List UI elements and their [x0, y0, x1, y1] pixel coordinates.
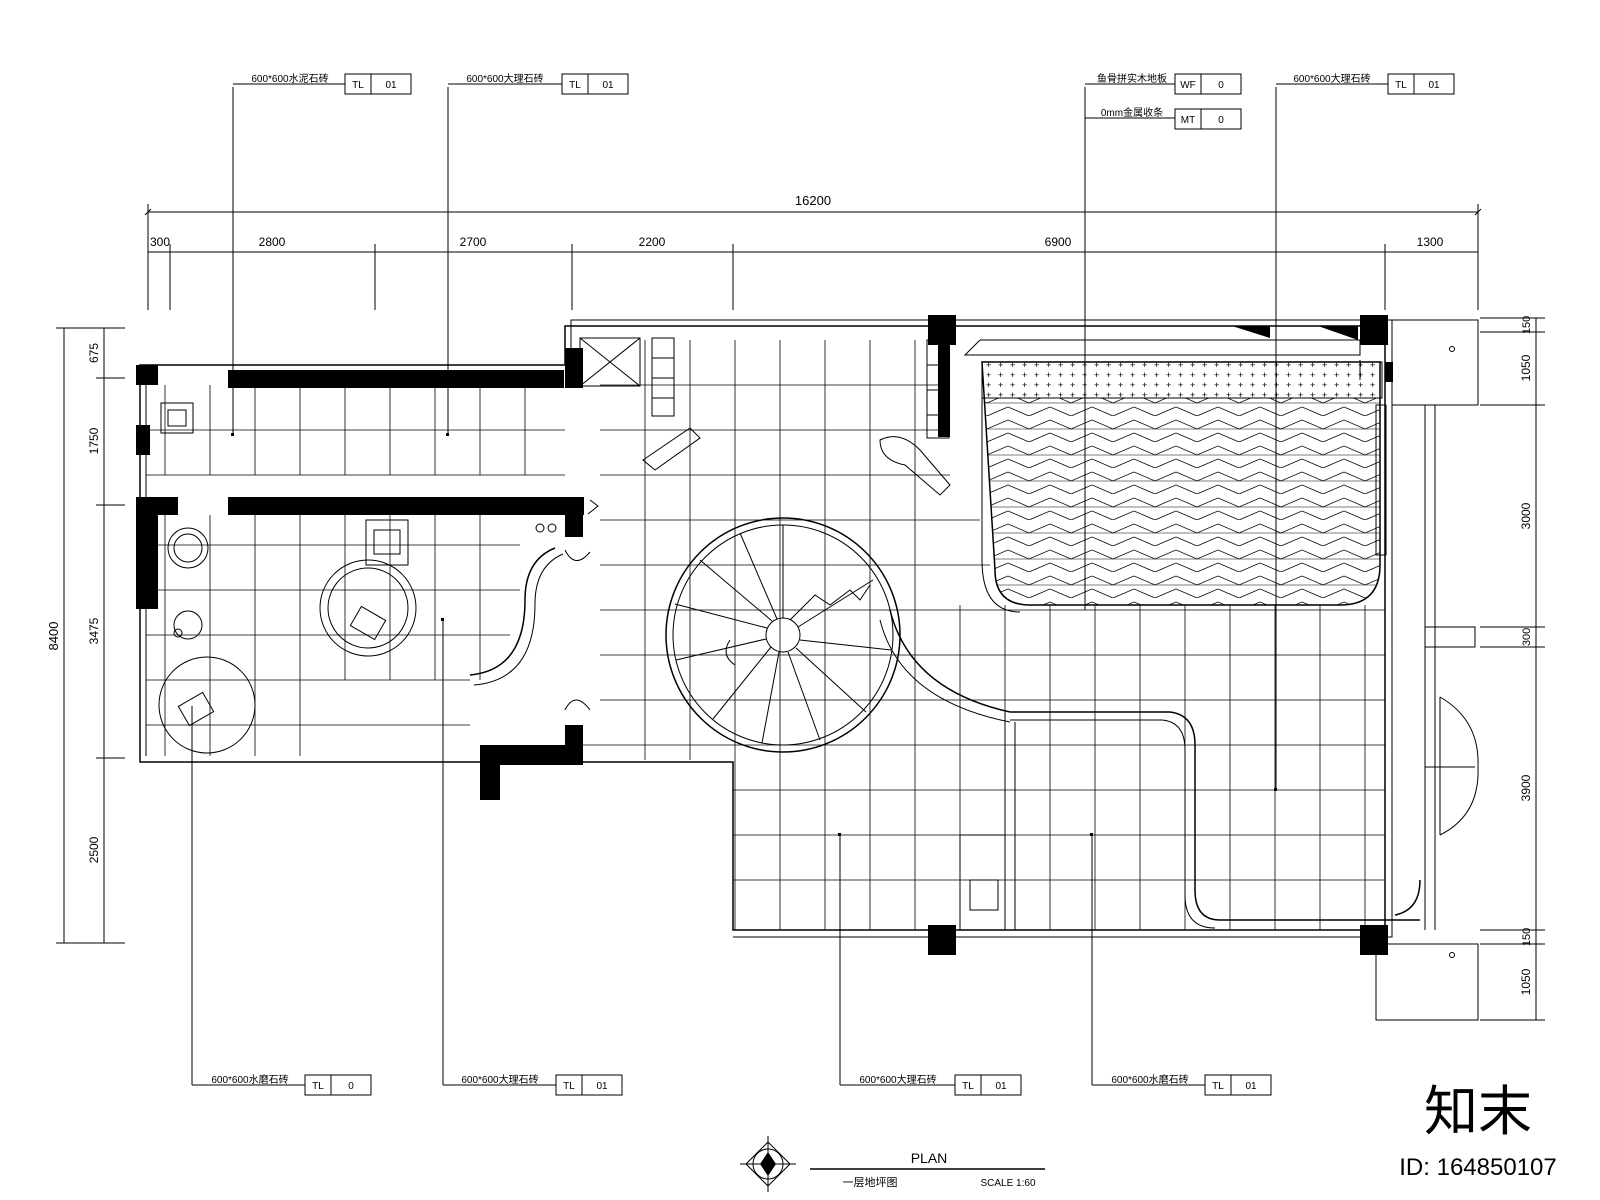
- callout-bottom-2-text: 600*600大理石砖: [461, 1073, 538, 1086]
- callout-bottom-2: 600*600大理石砖 TL 01: [461, 1073, 623, 1096]
- callout-top-1: 600*600水泥石砖 TL 01: [251, 72, 412, 95]
- callout-bottom-3-text: 600*600大理石砖: [859, 1073, 936, 1086]
- right-dimension-lines: [1480, 317, 1545, 1021]
- callout-top-2-text: 600*600大理石砖: [466, 72, 543, 85]
- dim-top-2: 2800: [259, 235, 286, 249]
- callout-top-3-code: WF: [1180, 80, 1196, 91]
- callout-top-5-text: 600*600大理石砖: [1293, 72, 1370, 85]
- callout-bottom-3-code: TL: [962, 1081, 974, 1092]
- plan-subtitle: 一层地坪图: [843, 1176, 898, 1189]
- callout-bottom-4: 600*600水磨石砖 TL 01: [1111, 1073, 1272, 1096]
- callout-top-1-text: 600*600水泥石砖: [251, 72, 328, 85]
- callout-top-4: 0mm金属收条 MT 0: [1101, 106, 1242, 130]
- balconies-doors: [1359, 319, 1479, 1021]
- dim-left-4: 2500: [87, 836, 101, 863]
- callout-top-4-text: 0mm金属收条: [1101, 106, 1163, 119]
- callout-bottom-2-num: 01: [596, 1081, 608, 1092]
- callout-top-3-num: 0: [1218, 80, 1224, 91]
- callout-bottom-4-text: 600*600水磨石砖: [1111, 1073, 1188, 1086]
- leader-lines: [191, 83, 1388, 1086]
- callout-top-1-num: 01: [385, 80, 397, 91]
- north-symbol: [740, 1136, 796, 1192]
- callout-top-3: 鱼骨拼实木地板 WF 0: [1097, 72, 1242, 95]
- dim-left-2: 1750: [87, 427, 101, 454]
- callout-bottom-2-code: TL: [563, 1081, 575, 1092]
- callout-top-4-code: MT: [1181, 115, 1195, 126]
- callout-top-1-code: TL: [352, 80, 364, 91]
- dim-left-total: 8400: [46, 622, 61, 651]
- callout-bottom-1-num: 0: [348, 1081, 354, 1092]
- herringbone-wood-floor: [963, 339, 1383, 613]
- dim-left-3: 3475: [87, 617, 101, 644]
- tile-grid-lavatory: [146, 385, 565, 476]
- dim-right-5: 3900: [1519, 774, 1533, 801]
- plan-scale: SCALE 1:60: [980, 1178, 1035, 1189]
- callout-top-2-code: TL: [569, 80, 581, 91]
- dim-top-3: 2700: [460, 235, 487, 249]
- dim-right-3: 3000: [1519, 502, 1533, 529]
- callout-bottom-3: 600*600大理石砖 TL 01: [859, 1073, 1022, 1096]
- dim-top-4: 2200: [639, 235, 666, 249]
- callout-top-5-code: TL: [1395, 80, 1407, 91]
- callout-top-2: 600*600大理石砖 TL 01: [466, 72, 629, 95]
- dim-right-6: 150: [1521, 928, 1533, 946]
- dim-right-7: 1050: [1519, 968, 1533, 995]
- callout-top-2-num: 01: [602, 80, 614, 91]
- callout-bottom-4-code: TL: [1212, 1081, 1224, 1092]
- dim-top-5: 6900: [1045, 235, 1072, 249]
- plan-title: PLAN: [911, 1150, 948, 1166]
- dim-top-6: 1300: [1417, 235, 1444, 249]
- callout-bottom-3-num: 01: [995, 1081, 1007, 1092]
- callout-top-4-num: 0: [1218, 115, 1224, 126]
- spiral-staircase: [665, 517, 1011, 753]
- curved-partitions: [469, 547, 1421, 931]
- dim-right-4: 300: [1521, 628, 1533, 646]
- sanitary-fixtures: [158, 402, 599, 754]
- callout-bottom-4-num: 01: [1245, 1081, 1257, 1092]
- callout-bottom-1-text: 600*600水磨石砖: [211, 1073, 288, 1086]
- left-dimension-lines: [56, 327, 125, 944]
- dim-top-1: 300: [150, 235, 170, 249]
- callout-bottom-1-code: TL: [312, 1081, 324, 1092]
- tile-grid-main-hall: [580, 340, 1385, 930]
- callout-top-5: 600*600大理石砖 TL 01: [1293, 72, 1455, 95]
- dim-overall: 16200: [795, 193, 831, 208]
- watermark-logo: 知末: [1424, 1082, 1532, 1142]
- dim-right-1: 150: [1521, 316, 1533, 334]
- stair-shafts: [579, 337, 951, 496]
- callout-top-3-text: 鱼骨拼实木地板: [1097, 72, 1167, 85]
- tile-grid-bathroom: [146, 515, 520, 756]
- callout-bottom-1: 600*600水磨石砖 TL 0: [211, 1073, 372, 1096]
- top-dimension-lines: [144, 204, 1482, 310]
- callout-top-5-num: 01: [1428, 80, 1440, 91]
- dim-right-2: 1050: [1519, 354, 1533, 381]
- watermark-id: ID: 164850107: [1399, 1154, 1556, 1181]
- dim-left-1: 675: [87, 343, 101, 363]
